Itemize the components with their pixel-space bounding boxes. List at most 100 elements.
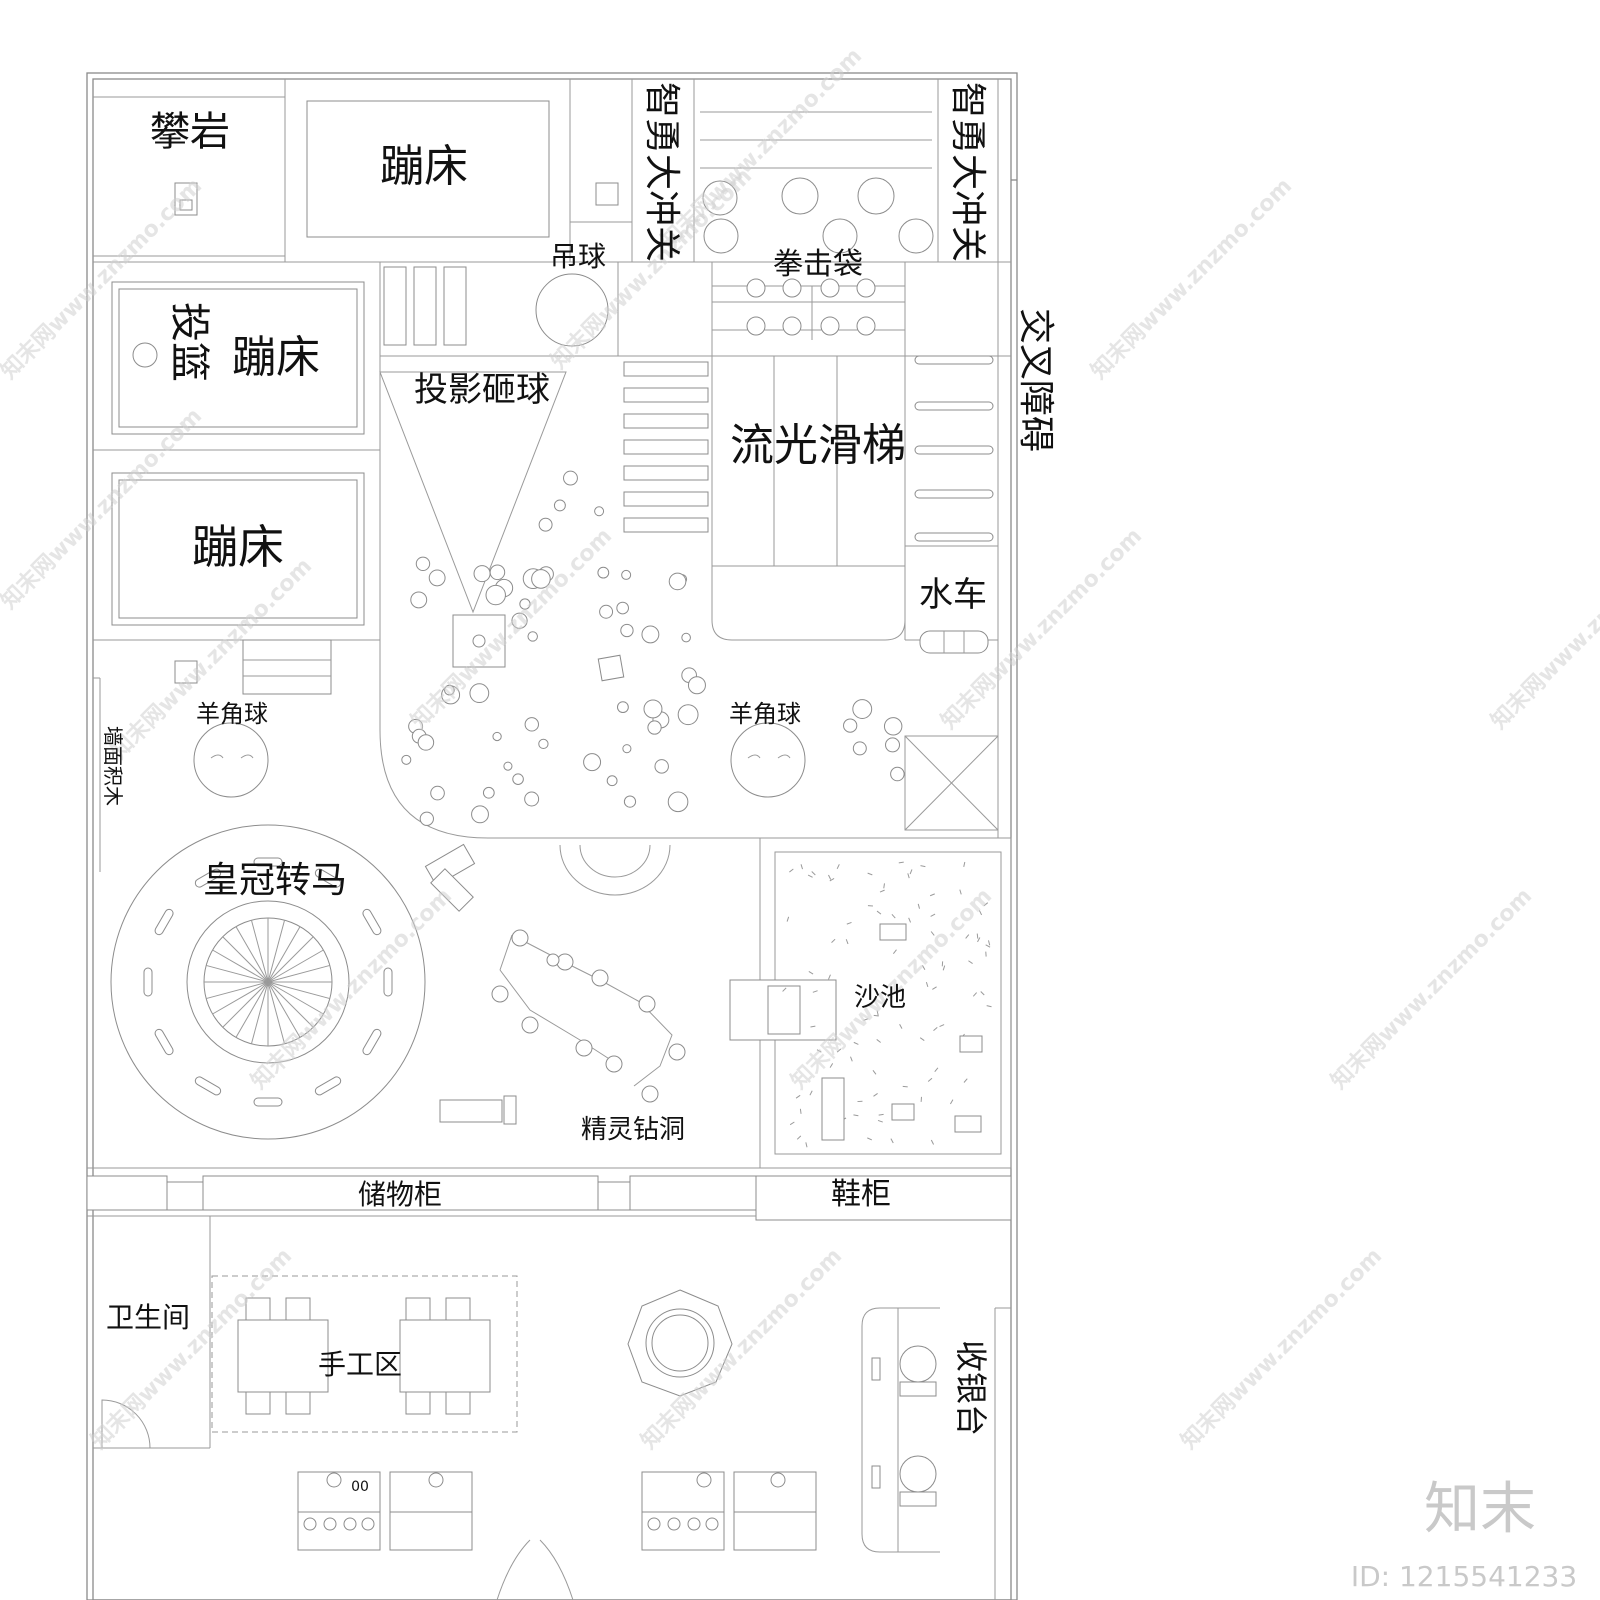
ball [667, 791, 689, 813]
slide [623, 356, 906, 641]
label-challenge-right: 智勇大冲关 [947, 82, 988, 262]
ball [852, 699, 873, 719]
ball [473, 565, 491, 583]
ball [594, 506, 605, 517]
hanging-ball-small [595, 182, 619, 206]
entrance [496, 1539, 574, 1600]
ball [430, 785, 445, 801]
carousel-seat [314, 1076, 342, 1096]
ball [583, 753, 602, 772]
ball [415, 556, 431, 572]
trampoline-top [306, 100, 550, 238]
ball [641, 625, 660, 644]
top-band [93, 79, 1011, 263]
label-projection: 投影砸球 [414, 370, 550, 410]
climbing-wall [174, 182, 198, 216]
brand-id-text: ID: 1215541233 [1351, 1560, 1577, 1593]
ball [620, 623, 634, 638]
label-cross-obstacle: 交叉障碍 [1015, 308, 1056, 452]
elf-tunnel [424, 843, 686, 1125]
trampoline-low [111, 472, 365, 626]
ball [890, 766, 905, 782]
ball [444, 684, 455, 696]
ball [553, 499, 566, 512]
carousel-seat [154, 908, 174, 936]
label-horn-ball-left: 羊角球 [196, 700, 268, 728]
ball [643, 699, 663, 719]
ball-pit [93, 640, 1011, 872]
carousel [110, 824, 426, 1140]
ball [524, 717, 539, 732]
brand-logo-text: 知末 [1424, 1477, 1536, 1542]
label-wall-blocks: 墙面积木 [101, 726, 125, 806]
craft-area [211, 1275, 518, 1433]
ball [469, 683, 490, 704]
ball [622, 744, 632, 754]
label-horn-ball-right: 羊角球 [729, 700, 801, 728]
watermark-15: 知末网www.znzmo.com [1176, 1243, 1387, 1454]
label-trampoline-low: 蹦床 [192, 520, 284, 574]
room-labels: 攀岩 蹦床 智勇大冲关 智勇大冲关 吊球 拳击袋 投篮 蹦床 投影砸球 流光滑梯… [101, 82, 1056, 1495]
carousel-seat [253, 857, 283, 867]
punching-bags [712, 278, 905, 340]
ball [471, 805, 489, 824]
label-sandpit: 沙池 [854, 983, 906, 1013]
ball [843, 718, 858, 733]
restroom [93, 1216, 211, 1449]
ball [419, 811, 434, 826]
watermark-9: 知末网www.znzmo.com [1486, 523, 1600, 734]
ball [511, 612, 528, 629]
ball [489, 564, 506, 581]
carousel-seat [383, 967, 393, 997]
cashier-desk [861, 1307, 1011, 1600]
ball [647, 720, 662, 735]
label-cashier: 收银台 [952, 1340, 990, 1436]
watermark-8: 知末网www.znzmo.com [936, 523, 1147, 734]
projection-area [379, 371, 567, 668]
cabinet-row [86, 1167, 1012, 1221]
ball [485, 584, 506, 606]
ball [616, 701, 629, 714]
carousel-seat [362, 1028, 382, 1056]
label-shoe-cabinet: 鞋柜 [831, 1177, 891, 1212]
label-punching-bag: 拳击袋 [773, 247, 863, 282]
ball [492, 731, 502, 742]
label-trampoline-mid: 蹦床 [232, 332, 320, 383]
ball [597, 566, 610, 579]
ball [538, 517, 553, 532]
ball [524, 791, 540, 807]
ball [527, 631, 538, 642]
label-restroom: 卫生间 [106, 1301, 190, 1334]
ball [503, 761, 513, 771]
label-craft-area: 手工区 [318, 1348, 402, 1381]
ball [623, 795, 637, 808]
ball [681, 632, 691, 643]
ball [482, 786, 495, 799]
ball [512, 773, 524, 785]
stair-bars [174, 266, 467, 695]
ball [417, 734, 435, 751]
ball [606, 775, 618, 787]
watermark-6: 知末网www.znzmo.com [1086, 173, 1297, 384]
ball [599, 604, 614, 619]
ball [654, 759, 669, 774]
brand-mark: 知末 ID: 1215541233 [1351, 1477, 1577, 1593]
ball [883, 717, 903, 736]
ball [687, 676, 706, 695]
ball [852, 741, 867, 756]
ball [616, 601, 629, 615]
label-slide: 流光滑梯 [730, 420, 906, 471]
ball [538, 738, 549, 750]
label-basketball: 投篮 [166, 302, 212, 382]
label-carousel: 皇冠转马 [203, 860, 347, 901]
ball [531, 569, 551, 589]
label-challenge-left: 智勇大冲关 [641, 82, 682, 262]
ball [410, 591, 428, 609]
carousel-seat [154, 1028, 174, 1056]
watermark-12: 知末网www.znzmo.com [1326, 883, 1537, 1094]
label-hanging-ball: 吊球 [550, 240, 606, 273]
label-climbing: 攀岩 [150, 109, 230, 155]
ball [677, 704, 699, 726]
ball-pit-balls [401, 470, 905, 826]
